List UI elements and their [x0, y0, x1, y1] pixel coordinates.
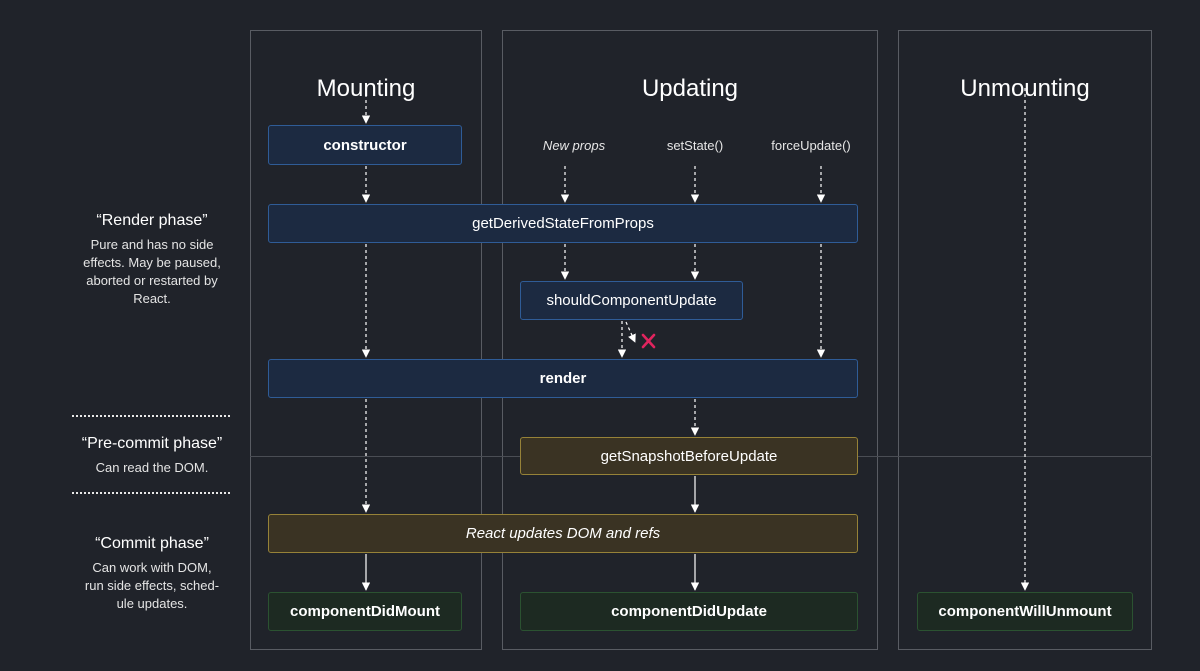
blocked-x-icon: [641, 333, 656, 349]
precommit-phase-label: “Pre-commit phase” Can read the DOM.: [72, 435, 232, 477]
render-phase-label: “Render phase” Pure and has no side effe…: [72, 212, 232, 308]
commit-phase-line: Can work with DOM,: [92, 560, 212, 575]
component-did-update-box: componentDidUpdate: [520, 592, 858, 631]
commit-phase-line: ule updates.: [116, 596, 188, 611]
render-phase-line: aborted or restarted by: [86, 273, 218, 288]
render-phase-line: effects. May be paused,: [83, 255, 221, 270]
render-phase-desc: Pure and has no side effects. May be pau…: [72, 236, 232, 308]
should-component-update-box: shouldComponentUpdate: [520, 281, 743, 320]
constructor-box: constructor: [268, 125, 462, 165]
unmounting-column: Unmounting: [898, 30, 1152, 650]
component-will-unmount-box: componentWillUnmount: [917, 592, 1133, 631]
get-snapshot-before-update-box: getSnapshotBeforeUpdate: [520, 437, 858, 475]
trigger-set-state: setState(): [666, 138, 724, 153]
updating-title: Updating: [641, 75, 739, 102]
commit-phase-desc: Can work with DOM, run side effects, sch…: [72, 559, 232, 613]
precommit-phase-desc: Can read the DOM.: [72, 459, 232, 477]
commit-phase-title: “Commit phase”: [95, 535, 209, 552]
trigger-force-update: forceUpdate(): [771, 138, 851, 153]
updating-column: Updating: [502, 30, 878, 650]
react-updates-dom-box: React updates DOM and refs: [268, 514, 858, 553]
commit-phase-line: run side effects, sched-: [84, 578, 220, 593]
component-did-mount-box: componentDidMount: [268, 592, 462, 631]
get-derived-state-from-props-box: getDerivedStateFromProps: [268, 204, 858, 243]
render-phase-line: React.: [133, 291, 171, 306]
render-box: render: [268, 359, 858, 398]
render-phase-title: “Render phase”: [96, 212, 208, 229]
precommit-phase-line: Can read the DOM.: [95, 460, 209, 475]
phase-separator-top: [72, 415, 230, 417]
precommit-phase-title: “Pre-commit phase”: [81, 435, 223, 452]
phase-separator-bottom: [72, 492, 230, 494]
commit-phase-label: “Commit phase” Can work with DOM, run si…: [72, 535, 232, 613]
arrow-scu-blocked: [625, 321, 636, 343]
mounting-column: Mounting: [250, 30, 482, 650]
render-phase-line: Pure and has no side: [90, 237, 214, 252]
trigger-new-props: New props: [542, 138, 606, 153]
